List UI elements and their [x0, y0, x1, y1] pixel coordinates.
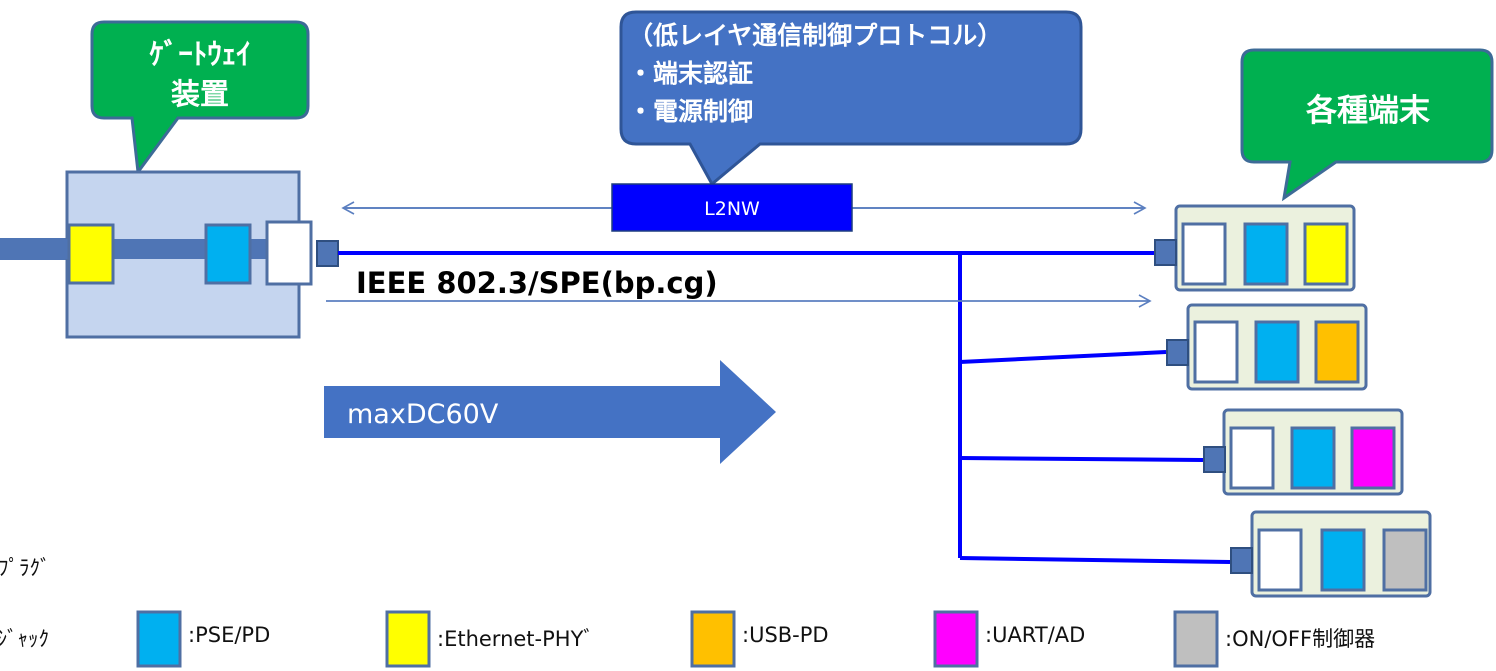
terminal-3-module: [1350, 426, 1396, 490]
branch-line-3: [959, 456, 1204, 462]
protocol-callout: （低レイヤ通信制御プロトコル） ・端末認証 ・電源制御: [619, 10, 1083, 187]
bus-standard-label: IEEE 802.3/SPE(bp.cg): [356, 266, 718, 300]
legend-swatch-onoff: [1173, 610, 1219, 668]
l2nw-box: [611, 183, 853, 232]
terminals-callout: 各種端末: [1240, 48, 1494, 202]
terminal-device-1: [1154, 204, 1356, 292]
gateway-device: [10, 170, 339, 339]
protocol-callout-line1: （低レイヤ通信制御プロトコル）: [628, 21, 1002, 50]
legend-swatch-usb: [690, 610, 736, 668]
gateway-callout-bubble: [90, 20, 310, 176]
legend-usb-label: :USB-PD: [742, 623, 829, 647]
terminals-callout-bubble: [1240, 48, 1494, 202]
terminal-4-plug: [1230, 547, 1253, 574]
legend-swatch-ethernet: [385, 610, 431, 668]
legend-swatch-uart: [933, 610, 979, 668]
power-arrow-shape: [324, 360, 776, 464]
terminal-1-jack: [1181, 222, 1227, 286]
legend-onoff-label: :ON/OFF制御器: [1225, 627, 1376, 651]
protocol-callout-line2: ・端末認証: [628, 59, 753, 88]
terminal-1-pd: [1243, 222, 1289, 286]
terminal-4-module: [1382, 528, 1428, 592]
terminals-callout-text: 各種端末: [1305, 93, 1430, 129]
gateway-ethernet-phy: [67, 223, 115, 285]
legend-swatch-pse: [136, 610, 182, 668]
terminal-4-jack: [1257, 528, 1303, 592]
terminal-3-plug: [1203, 446, 1226, 473]
legend: [136, 610, 1219, 668]
legend-ethernet-label: :Ethernet-PHYﾞ: [437, 627, 594, 651]
legend-jack-label: ﾓｼﾞｬｯｸ: [0, 627, 49, 651]
terminal-3-pd: [1290, 426, 1336, 490]
terminal-2-pd: [1254, 320, 1300, 384]
terminal-2-jack: [1193, 320, 1239, 384]
terminal-3-jack: [1229, 426, 1275, 490]
legend-uart-label: :UART/AD: [985, 623, 1086, 647]
terminal-2-module: [1314, 320, 1360, 384]
terminal-2-plug: [1166, 339, 1189, 366]
gateway-jack: [265, 220, 313, 286]
terminal-device-3: [1203, 408, 1404, 496]
terminal-device-2: [1166, 303, 1368, 391]
legend-pse-label: :PSE/PD: [188, 623, 271, 647]
terminal-4-pd: [1320, 528, 1366, 592]
power-arrow: maxDC60V: [324, 360, 776, 464]
protocol-callout-bubble: [619, 10, 1083, 187]
terminal-1-plug: [1154, 239, 1177, 266]
terminal-1-module: [1303, 222, 1349, 286]
gateway-callout: ｹﾞｰﾄｳｪｲ 装置: [90, 20, 310, 176]
terminal-device-4: [1230, 510, 1432, 598]
gateway-internal-bus: [10, 239, 310, 259]
gateway-callout-line1: ｹﾞｰﾄｳｪｲ: [149, 37, 251, 71]
gateway-pse: [204, 223, 252, 285]
power-label: maxDC60V: [347, 399, 499, 430]
l2nw-label: L2NW: [704, 198, 760, 220]
protocol-callout-line3: ・電源制御: [628, 97, 753, 126]
branch-line-4: [959, 556, 1231, 564]
legend-plug-label: ﾌﾟﾗｸﾞ: [0, 556, 51, 580]
gateway-plug: [316, 240, 339, 267]
gateway-callout-line2: 装置: [171, 77, 229, 111]
branch-line-2: [959, 350, 1167, 364]
